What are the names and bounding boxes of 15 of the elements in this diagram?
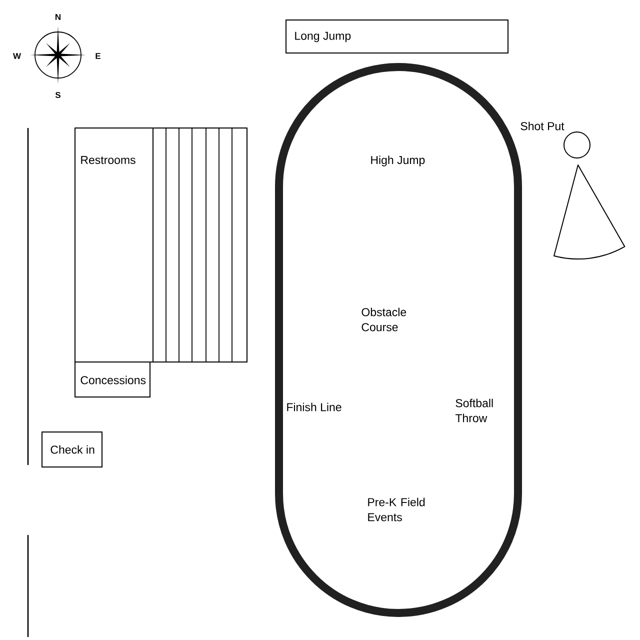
event-label: Pre-K Field Events — [368, 498, 425, 522]
bleachers — [152, 128, 248, 362]
event-label: Finish Line — [287, 402, 342, 412]
area-box: Restrooms — [74, 128, 154, 362]
event-label: Shot Put — [520, 122, 564, 130]
area-box: Long Jump — [286, 20, 508, 54]
compass-letter: S — [55, 92, 60, 98]
event-label: Softball Throw — [455, 398, 493, 422]
compass-letter: E — [96, 53, 100, 59]
event-label: Obstacle Course — [362, 308, 406, 332]
area-box: Concessions — [74, 362, 150, 398]
compass-letter: N — [56, 14, 60, 20]
compass-letter: W — [13, 53, 21, 59]
event-label: High Jump — [371, 156, 425, 166]
area-box: Check in — [42, 432, 102, 468]
